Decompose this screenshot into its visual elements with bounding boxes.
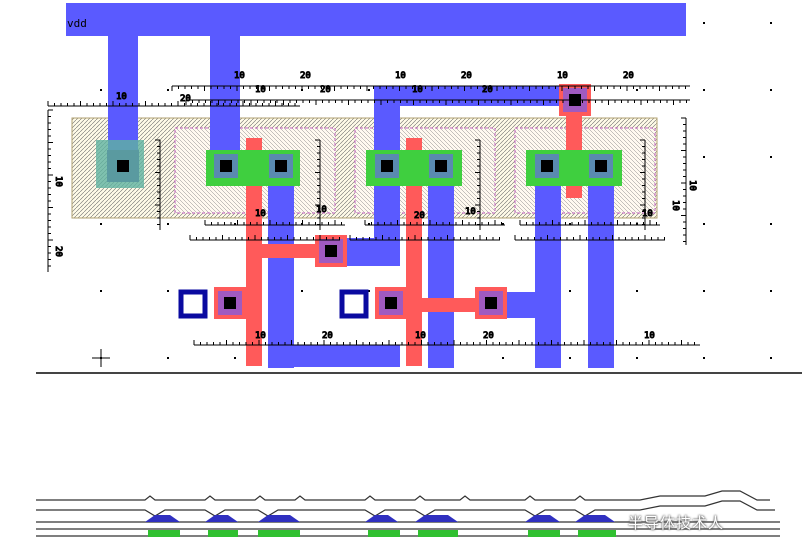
contact-cut [435, 160, 447, 172]
grid-dot [167, 357, 169, 359]
ruler-label: 10 [465, 207, 476, 217]
grid-dot [234, 357, 236, 359]
grid-dot [770, 22, 772, 24]
ruler-label: 10 [412, 85, 423, 95]
ruler-label: 20 [623, 71, 634, 81]
ruler-label: 20 [414, 211, 425, 221]
grid-dot [703, 290, 705, 292]
contact-cut [541, 160, 553, 172]
ruler-label: 10 [234, 71, 245, 81]
grid-dot [167, 290, 169, 292]
ruler-label: 20 [180, 94, 191, 104]
grid-dot [703, 22, 705, 24]
ruler-label: 10 [255, 331, 266, 341]
ruler-label: 10 [642, 209, 653, 219]
ruler-label: 10 [644, 331, 655, 341]
grid-dot [167, 223, 169, 225]
metal1-strap[interactable] [374, 200, 400, 266]
ruler-label: 10 [255, 209, 266, 219]
grid-dot [502, 357, 504, 359]
grid-dot [569, 223, 571, 225]
grid-dot [770, 357, 772, 359]
cross-section-view [36, 490, 780, 537]
ruler-label: 20 [461, 71, 472, 81]
grid-dot [569, 290, 571, 292]
metal1-strap[interactable] [268, 345, 400, 367]
ruler-label: 20 [482, 85, 493, 95]
poly-route[interactable] [406, 298, 496, 312]
ruler-label: 10 [415, 331, 426, 341]
ruler-label: 20 [483, 331, 494, 341]
grid-dot [301, 290, 303, 292]
grid-dot [636, 290, 638, 292]
vdd-label: vdd [67, 17, 87, 30]
ruler-label: 10 [116, 92, 127, 102]
metal1-strap[interactable] [374, 86, 589, 106]
grid-dot [100, 223, 102, 225]
ruler-label: 10 [53, 176, 63, 187]
contact-cut [385, 297, 397, 309]
ruler-label: 20 [322, 331, 333, 341]
input-pin-a[interactable] [178, 289, 208, 319]
metal1-strap[interactable] [210, 36, 240, 171]
metal1-strap[interactable] [500, 292, 560, 318]
ruler-label: 10 [316, 205, 327, 215]
contact-cut [595, 160, 607, 172]
ruler-label: 20 [300, 71, 311, 81]
cursor-crosshair [92, 349, 110, 367]
metal1-strap[interactable] [428, 160, 454, 368]
poly-route[interactable] [246, 244, 336, 258]
contact-cut [275, 160, 287, 172]
vdd-rail[interactable] [66, 3, 686, 36]
grid-dot [234, 223, 236, 225]
grid-dot [703, 223, 705, 225]
grid-dot [770, 290, 772, 292]
grid-dot [770, 223, 772, 225]
grid-dot [167, 89, 169, 91]
contact-cut [325, 245, 337, 257]
grid-dot [703, 357, 705, 359]
metal1-strap[interactable] [268, 160, 294, 368]
contact-cut [117, 160, 129, 172]
ruler-label: 10 [395, 71, 406, 81]
contact-cut [381, 160, 393, 172]
metal1-strap[interactable] [535, 160, 561, 368]
ruler-label: 10 [557, 71, 568, 81]
metal1-strap[interactable] [588, 160, 614, 368]
grid-dot [100, 290, 102, 292]
input-pin-b[interactable] [339, 289, 369, 319]
ruler-label: 20 [320, 85, 331, 95]
grid-dot [636, 89, 638, 91]
contact-cut [220, 160, 232, 172]
grid-dot [703, 89, 705, 91]
grid-dot [368, 290, 370, 292]
grid-dot [770, 89, 772, 91]
ruler-group: 10 20 10 20 10 20 10 20 10 20 10 20 10 20 10 20 10 20 10 20… [47, 71, 700, 346]
ruler-label: 10 [670, 200, 680, 211]
grid-dot [502, 223, 504, 225]
contact-cut [485, 297, 497, 309]
grid-dot [636, 357, 638, 359]
grid-dot [569, 357, 571, 359]
grid-dot [368, 89, 370, 91]
grid-dot [368, 223, 370, 225]
contact-cut [224, 297, 236, 309]
grid-dot [100, 89, 102, 91]
grid-dot [770, 156, 772, 158]
watermark-text: 半导体技术人 [628, 514, 725, 532]
ruler-label: 10 [687, 180, 697, 191]
grid-dot [703, 156, 705, 158]
ruler-label: 20 [53, 246, 63, 257]
ruler-label: 10 [255, 85, 266, 95]
